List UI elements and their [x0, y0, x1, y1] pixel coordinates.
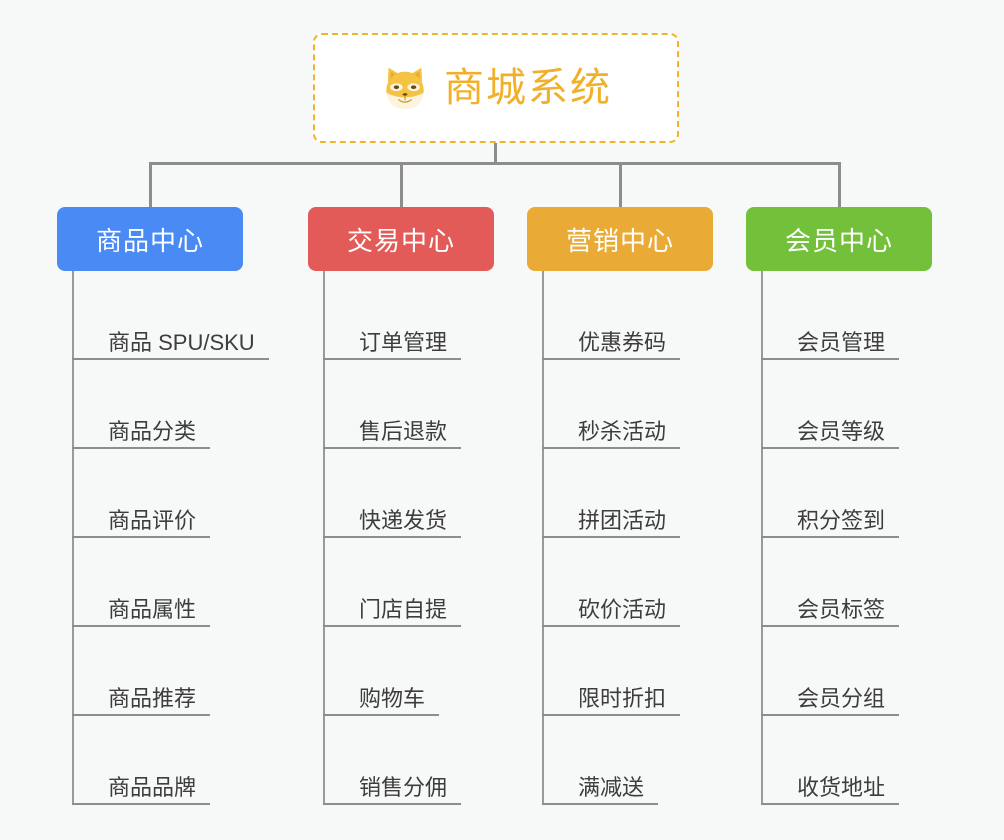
leaf-item-label: 商品属性 — [108, 597, 197, 622]
leaf-item-label: 会员标签 — [797, 597, 886, 622]
category-label: 会员中心 — [784, 225, 893, 256]
leaf-item[interactable]: 优惠券码 — [542, 271, 680, 360]
leaf-item-label: 秒杀活动 — [578, 419, 667, 444]
leaf-item-underline — [761, 803, 899, 805]
category-label: 营销中心 — [565, 225, 674, 256]
leaf-item-underline — [542, 536, 680, 538]
leaf-item[interactable]: 售后退款 — [323, 360, 461, 449]
leaf-item[interactable]: 拼团活动 — [542, 449, 680, 538]
leaf-item-underline — [761, 358, 899, 360]
leaf-item-underline — [761, 536, 899, 538]
leaf-item-underline — [72, 714, 210, 716]
leaf-item-underline — [761, 714, 899, 716]
category-box-1[interactable]: 商品中心 — [57, 207, 243, 271]
leaf-item-underline — [542, 625, 680, 627]
leaf-item-underline — [761, 625, 899, 627]
leaf-item-underline — [323, 625, 461, 627]
leaf-item-label: 订单管理 — [359, 330, 448, 355]
leaf-item[interactable]: 秒杀活动 — [542, 360, 680, 449]
leaf-item[interactable]: 商品分类 — [72, 360, 210, 449]
leaf-item-label: 销售分佣 — [359, 775, 448, 800]
leaf-item[interactable]: 购物车 — [323, 627, 439, 716]
leaf-item-label: 会员等级 — [797, 419, 886, 444]
leaf-item-label: 优惠券码 — [578, 330, 667, 355]
leaf-item-underline — [72, 536, 210, 538]
leaf-item-underline — [323, 536, 461, 538]
leaf-item-underline — [542, 358, 680, 360]
category-label: 交易中心 — [346, 225, 455, 256]
leaf-item[interactable]: 商品 SPU/SKU — [72, 271, 269, 360]
leaf-item[interactable]: 会员等级 — [761, 360, 899, 449]
branch-spine — [761, 271, 763, 805]
connector-drop-2 — [400, 162, 403, 207]
leaf-item-label: 收货地址 — [797, 775, 886, 800]
category-box-4[interactable]: 会员中心 — [746, 207, 932, 271]
leaf-item-label: 购物车 — [359, 686, 426, 711]
connector-horizontal-bus — [149, 162, 841, 165]
category-box-2[interactable]: 交易中心 — [308, 207, 494, 271]
root-title: 商城系统 — [444, 66, 612, 110]
leaf-item-underline — [323, 358, 461, 360]
branch-spine — [323, 271, 325, 805]
leaf-item-underline — [72, 447, 210, 449]
branch-spine — [72, 271, 74, 805]
leaf-item[interactable]: 商品推荐 — [72, 627, 210, 716]
leaf-item-underline — [542, 447, 680, 449]
leaf-item-label: 限时折扣 — [578, 686, 667, 711]
shiba-dog-face-icon — [386, 67, 424, 110]
leaf-item[interactable]: 收货地址 — [761, 716, 899, 805]
connector-root-stem — [494, 143, 497, 164]
leaf-item[interactable]: 商品评价 — [72, 449, 210, 538]
leaf-item[interactable]: 快递发货 — [323, 449, 461, 538]
leaf-item[interactable]: 会员管理 — [761, 271, 899, 360]
leaf-item-label: 会员管理 — [797, 330, 886, 355]
leaf-item-underline — [72, 358, 269, 360]
leaf-item-underline — [323, 803, 461, 805]
leaf-item-label: 满减送 — [578, 775, 645, 800]
leaf-item-underline — [761, 447, 899, 449]
leaf-item-label: 砍价活动 — [578, 597, 667, 622]
connector-drop-3 — [619, 162, 622, 207]
leaf-item[interactable]: 门店自提 — [323, 538, 461, 627]
category-box-3[interactable]: 营销中心 — [527, 207, 713, 271]
leaf-item[interactable]: 销售分佣 — [323, 716, 461, 805]
leaf-item-underline — [542, 803, 658, 805]
leaf-item-label: 会员分组 — [797, 686, 886, 711]
leaf-item[interactable]: 积分签到 — [761, 449, 899, 538]
leaf-item[interactable]: 订单管理 — [323, 271, 461, 360]
leaf-item-label: 商品 SPU/SKU — [108, 330, 255, 355]
leaf-item-label: 拼团活动 — [578, 508, 667, 533]
leaf-item-label: 积分签到 — [797, 508, 886, 533]
category-label: 商品中心 — [95, 225, 204, 256]
leaf-item-label: 商品品牌 — [108, 775, 197, 800]
leaf-item[interactable]: 满减送 — [542, 716, 658, 805]
leaf-item-label: 商品推荐 — [108, 686, 197, 711]
leaf-item-underline — [323, 447, 461, 449]
leaf-item-underline — [323, 714, 439, 716]
connector-drop-1 — [149, 162, 152, 207]
connector-drop-4 — [838, 162, 841, 207]
root-node[interactable]: 商城系统 — [313, 33, 679, 143]
leaf-item-underline — [72, 803, 210, 805]
leaf-item[interactable]: 砍价活动 — [542, 538, 680, 627]
leaf-item[interactable]: 会员分组 — [761, 627, 899, 716]
leaf-item-label: 商品评价 — [108, 508, 197, 533]
leaf-item[interactable]: 会员标签 — [761, 538, 899, 627]
leaf-item-underline — [72, 625, 210, 627]
leaf-item[interactable]: 商品品牌 — [72, 716, 210, 805]
leaf-item-label: 门店自提 — [359, 597, 448, 622]
branch-spine — [542, 271, 544, 805]
leaf-item[interactable]: 限时折扣 — [542, 627, 680, 716]
leaf-item-label: 快递发货 — [359, 508, 448, 533]
leaf-item-underline — [542, 714, 680, 716]
leaf-item[interactable]: 商品属性 — [72, 538, 210, 627]
leaf-item-label: 商品分类 — [108, 419, 197, 444]
leaf-item-label: 售后退款 — [359, 419, 448, 444]
